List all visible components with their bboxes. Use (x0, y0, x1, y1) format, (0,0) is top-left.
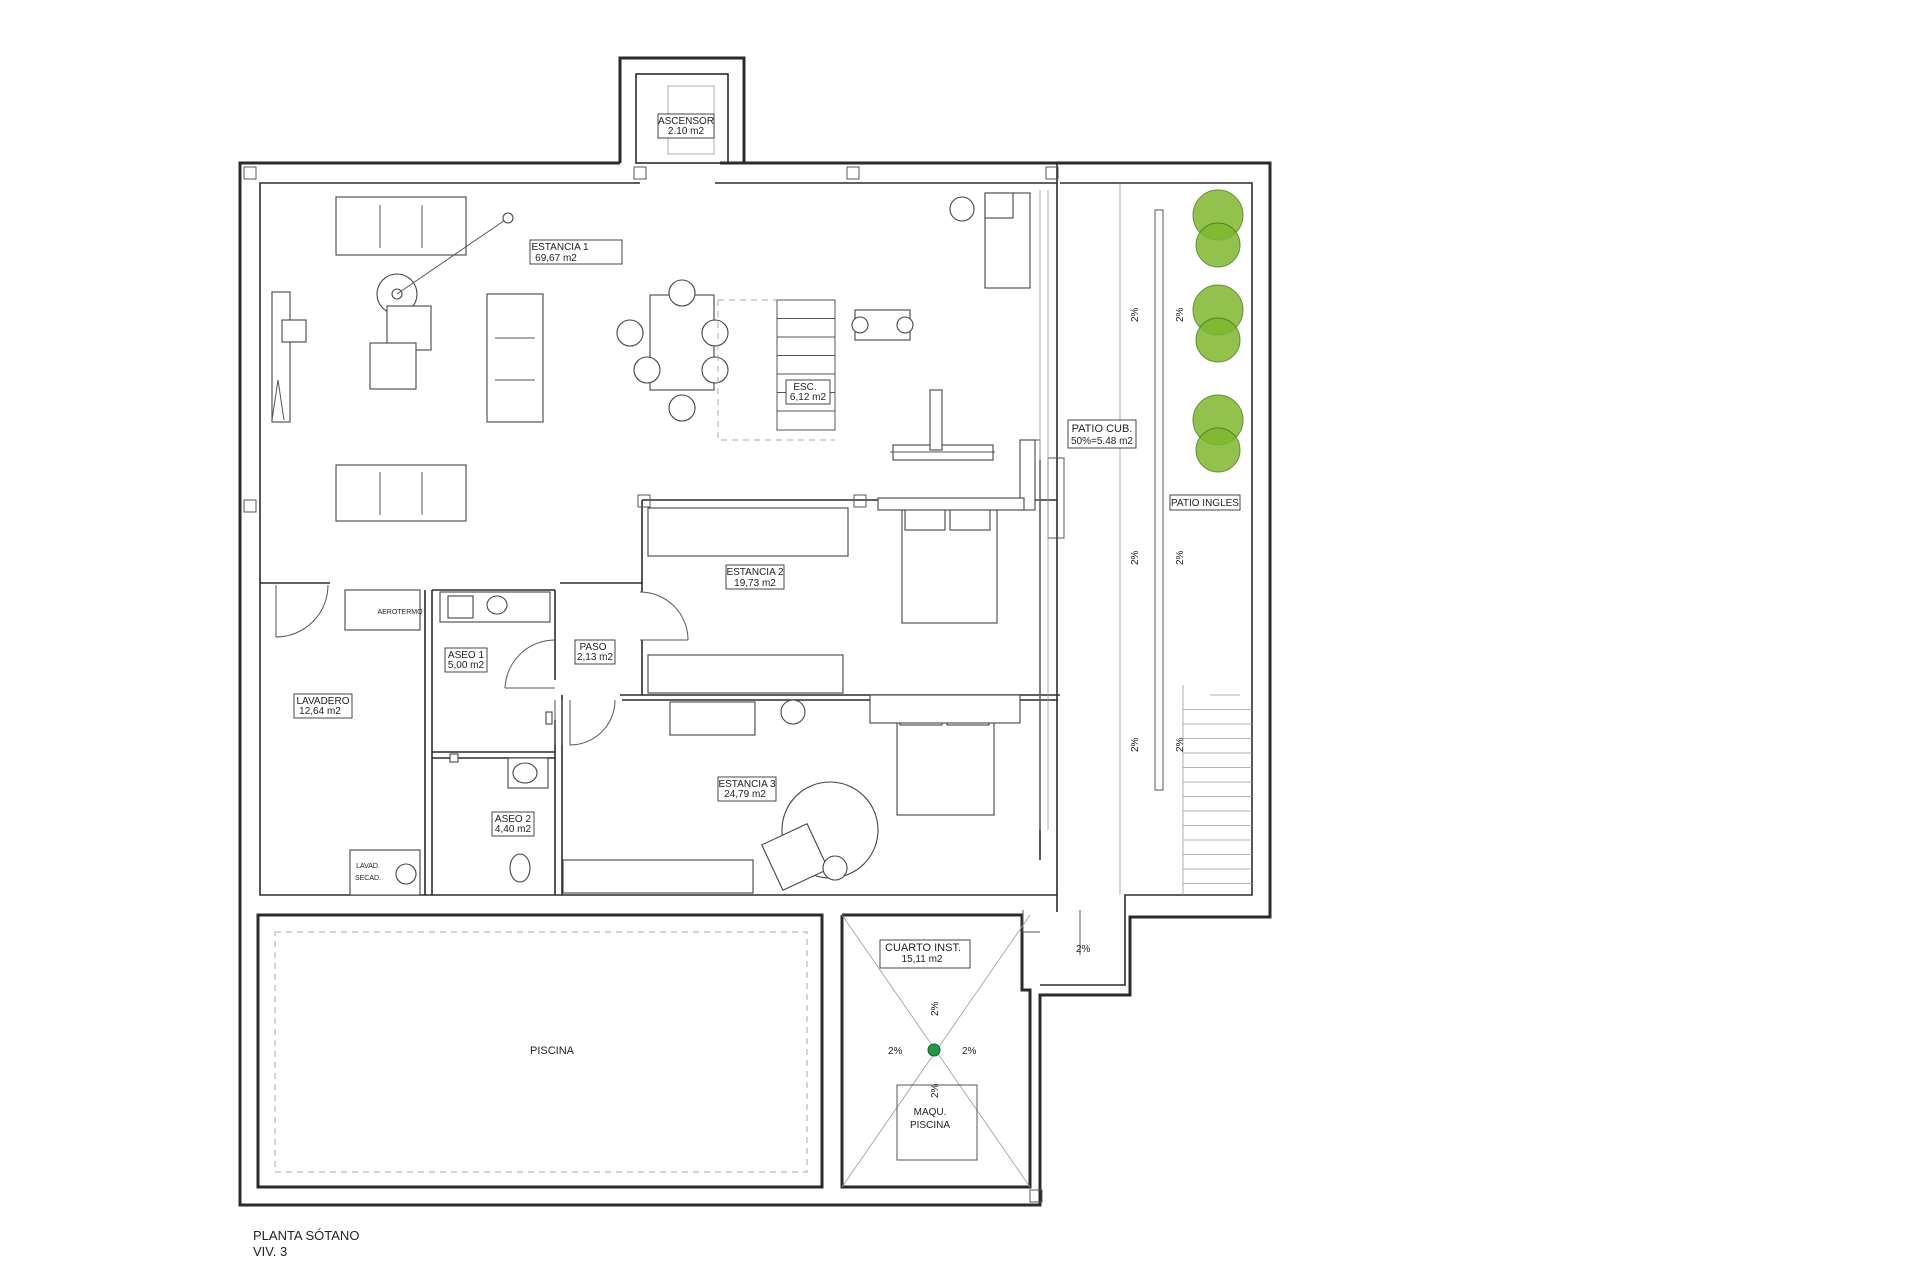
label-estancia1: ESTANCIA 1 (531, 242, 588, 253)
label-paso: PASO (579, 642, 606, 653)
slope-7: 2% (1076, 944, 1091, 955)
plants (1192, 189, 1244, 473)
label-secad: SECAD. (355, 875, 381, 882)
label-aseo2: ASEO 2 (495, 814, 532, 825)
living-furniture (271, 192, 1036, 522)
slope-6: 2% (1175, 737, 1186, 752)
label-lavad: LAVAD. (356, 863, 380, 870)
area-paso: 2,13 m2 (577, 652, 614, 663)
label-patio-ingles: PATIO INGLES (1171, 498, 1239, 509)
label-patio-cub: PATIO CUB. (1072, 423, 1133, 435)
drain-icon (927, 1043, 941, 1057)
patio-ingles (1022, 183, 1252, 955)
area-patio-cub: 50%=5.48 m2 (1071, 436, 1133, 447)
label-esc: ESC. (793, 382, 816, 393)
installations-room (841, 914, 1031, 1188)
wet-rooms (344, 589, 553, 896)
drawing-title: PLANTA SÓTANO VIV. 3 (253, 1228, 359, 1259)
slope-2: 2% (1175, 307, 1186, 322)
area-ascensor: 2.10 m2 (668, 126, 705, 137)
interior-walls (260, 439, 1065, 895)
slope-8: 2% (930, 1001, 941, 1016)
sofa-top (335, 196, 467, 256)
area-aseo2: 4,40 m2 (495, 824, 532, 835)
area-aseo1: 5,00 m2 (448, 660, 485, 671)
slope-3: 2% (1130, 550, 1141, 565)
area-cuarto-inst: 15,11 m2 (902, 954, 943, 965)
stairs (717, 299, 836, 441)
label-estancia3: ESTANCIA 3 (718, 779, 775, 790)
label-maqu: MAQU. (914, 1107, 947, 1118)
label-aerotermo: AEROTERMO (377, 609, 423, 616)
bedrooms (761, 497, 1025, 891)
slope-4: 2% (1175, 550, 1186, 565)
area-esc: 6,12 m2 (790, 392, 827, 403)
label-maqu-piscina: PISCINA (910, 1120, 950, 1131)
sofa-bottom (335, 464, 467, 522)
title-line1: PLANTA SÓTANO (253, 1228, 359, 1243)
area-estancia3: 24,79 m2 (724, 789, 766, 800)
label-lavadero: LAVADERO (297, 696, 350, 707)
slope-5: 2% (1130, 737, 1141, 752)
slope-11: 2% (930, 1083, 941, 1098)
title-line2: VIV. 3 (253, 1244, 287, 1259)
label-estancia2: ESTANCIA 2 (726, 567, 783, 578)
area-estancia2: 19,73 m2 (734, 578, 776, 589)
area-lavadero: 12,64 m2 (299, 706, 341, 717)
label-aseo1: ASEO 1 (448, 650, 485, 661)
area-estancia1: 69,67 m2 (535, 253, 577, 264)
sofa-side (486, 293, 544, 423)
slope-1: 2% (1130, 307, 1141, 322)
label-cuarto-inst: CUARTO INST. (885, 942, 961, 954)
slope-10: 2% (962, 1046, 977, 1057)
aerotermo-unit (344, 589, 421, 631)
room-labels: ASCENSOR 2.10 m2 ESTANCIA 1 69,67 m2 ESC… (293, 113, 1241, 1131)
label-ascensor: ASCENSOR (658, 116, 714, 127)
slope-9: 2% (888, 1046, 903, 1057)
label-piscina: PISCINA (530, 1045, 575, 1057)
armchair-icon (761, 823, 829, 891)
slope-marks: 2% 2% 2% 2% 2% 2% 2% 2% 2% 2% 2% (888, 307, 1186, 1098)
